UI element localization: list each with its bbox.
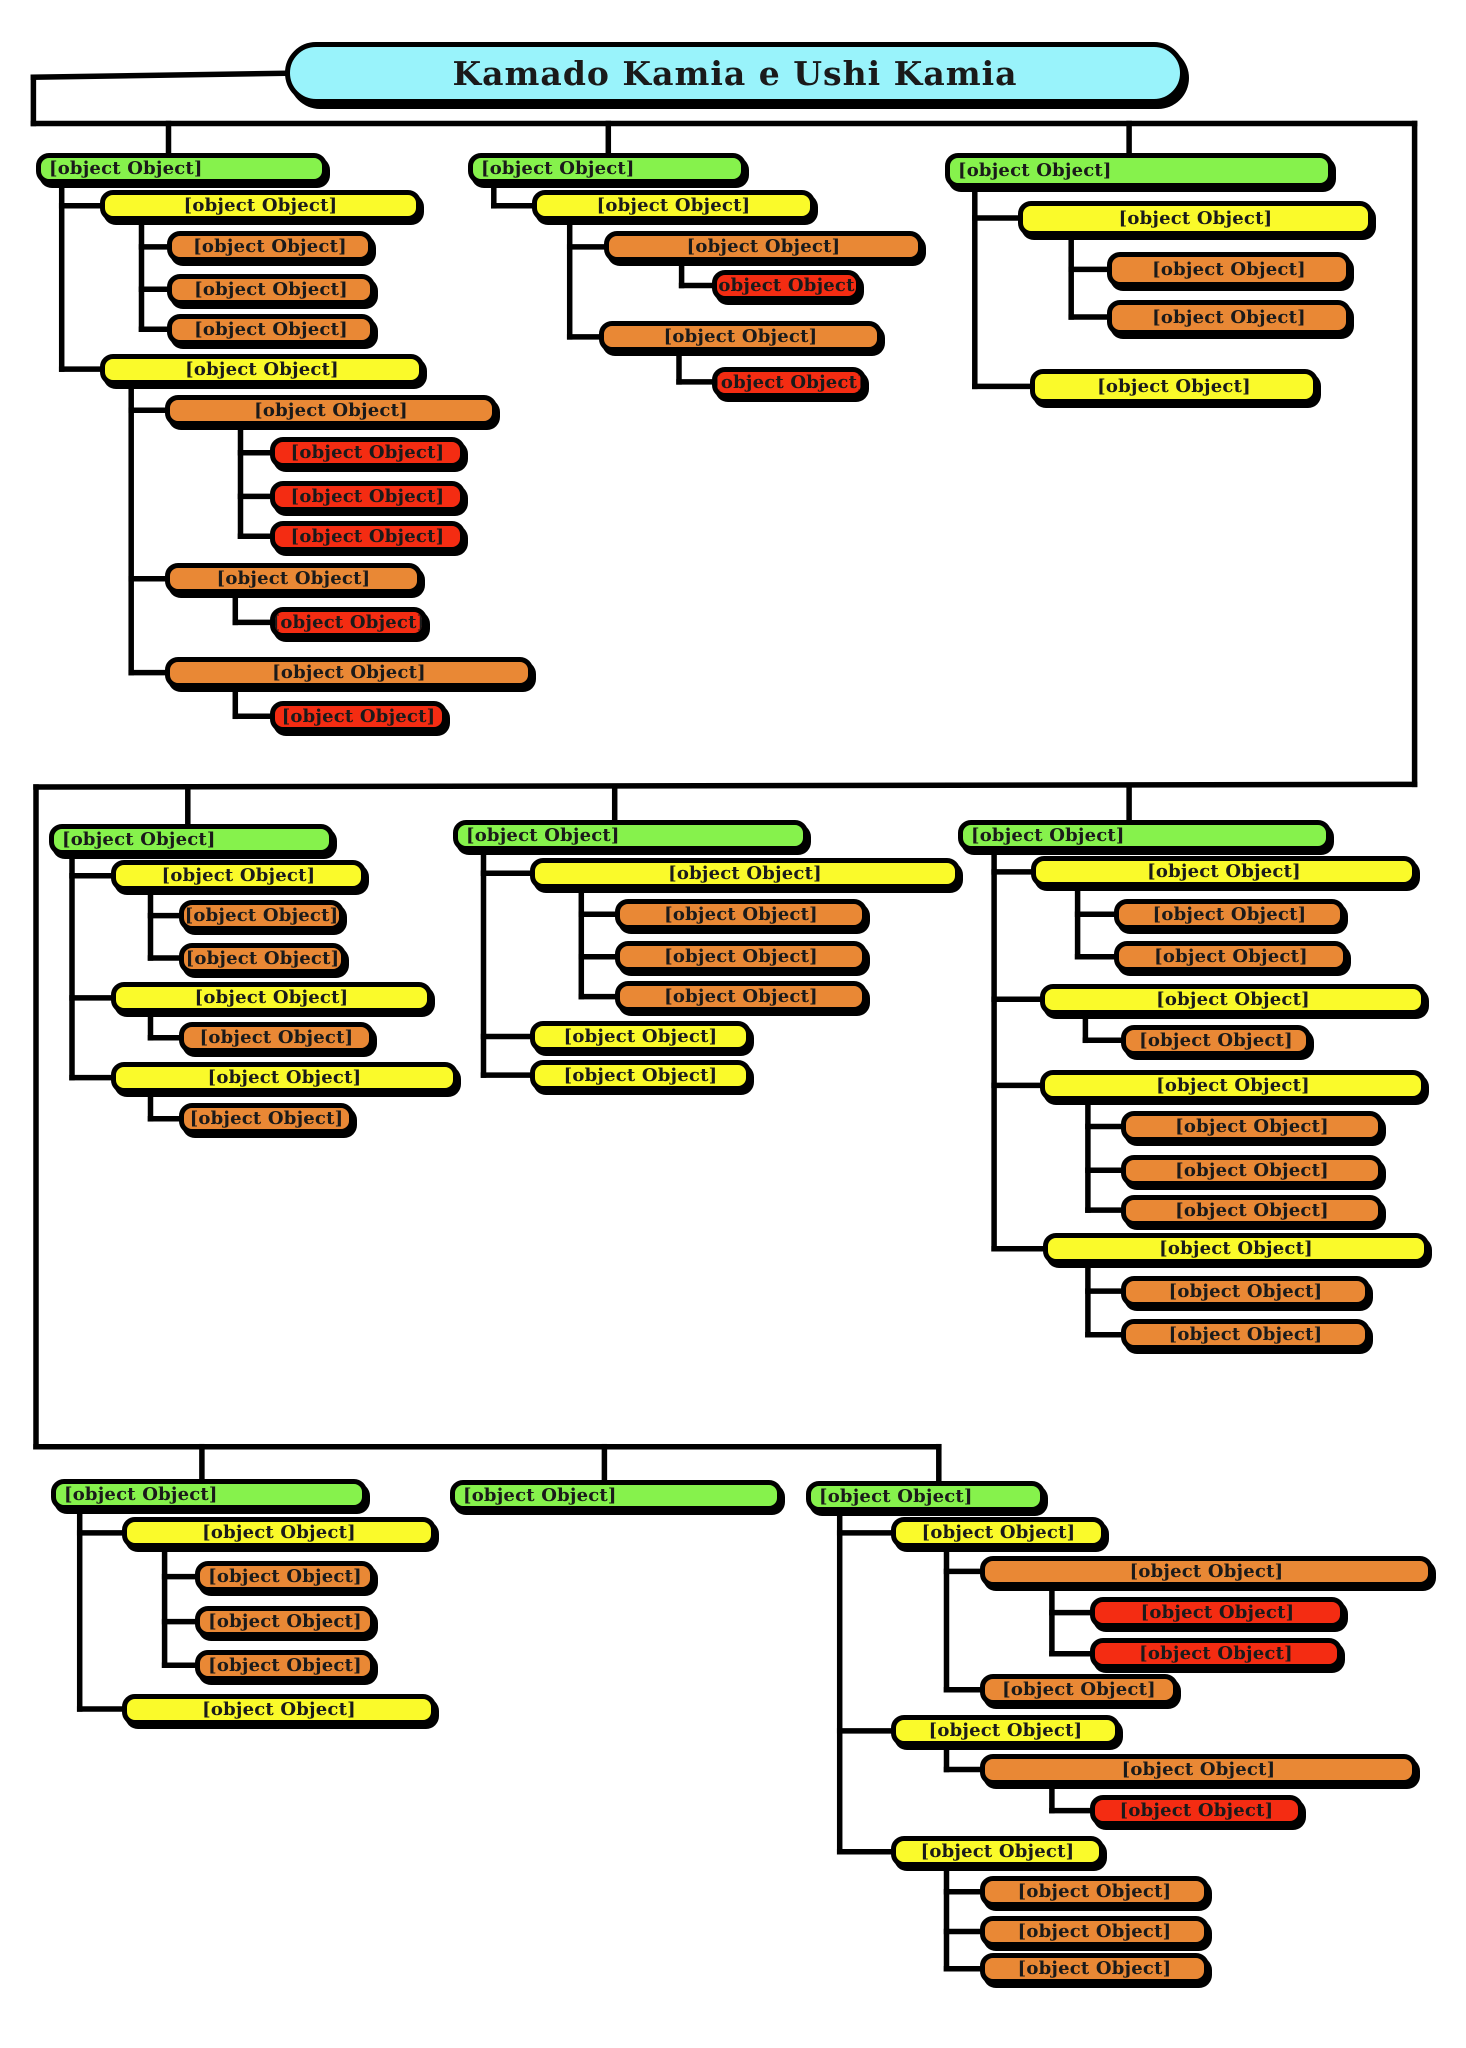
great-grandchild-node: [object Object]	[270, 607, 427, 638]
branch-node: [object Object]	[945, 153, 1333, 188]
grandchild-node: [object Object]	[1121, 1025, 1311, 1056]
grandchild-node: [object Object]	[1107, 252, 1351, 287]
grandchild-node: [object Object]	[195, 1650, 375, 1681]
grandchild-node: [object Object]	[1121, 1155, 1383, 1186]
grandchild-node: [object Object]	[167, 274, 375, 305]
child-node: [object Object]	[1040, 984, 1426, 1015]
grandchild-node: [object Object]	[1121, 1111, 1383, 1142]
root-couple-node: Kamado Kamia e Ushi Kamia	[285, 42, 1185, 104]
grandchild-node: [object Object]	[179, 943, 346, 974]
grandchild-node: [object Object]	[980, 1876, 1209, 1907]
branch-node: [object Object]	[49, 824, 334, 855]
grandchild-node: [object Object]	[1107, 300, 1351, 335]
child-node: [object Object]	[1018, 201, 1373, 236]
grandchild-node: [object Object]	[165, 395, 497, 426]
grandchild-node: [object Object]	[195, 1606, 375, 1637]
child-node: [object Object]	[111, 1062, 458, 1093]
child-node: [object Object]	[100, 354, 424, 385]
grandchild-node: [object Object]	[1121, 1195, 1383, 1226]
branch-node: [object Object]	[453, 820, 808, 851]
great-grandchild-node: [object Object]	[1090, 1795, 1303, 1826]
grandchild-node: [object Object]	[179, 1022, 374, 1053]
child-node: [object Object]	[891, 1715, 1120, 1746]
child-node: [object Object]	[122, 1517, 436, 1548]
connector-line	[30, 70, 289, 80]
child-node: [object Object]	[891, 1836, 1104, 1867]
great-grandchild-node: [object Object]	[270, 437, 465, 468]
great-grandchild-node: [object Object]	[1090, 1597, 1345, 1628]
great-grandchild-node: [object Object]	[270, 521, 465, 552]
grandchild-node: [object Object]	[1114, 899, 1345, 930]
grandchild-node: [object Object]	[615, 941, 867, 972]
great-grandchild-node: [object Object]	[270, 701, 447, 732]
child-node: [object Object]	[532, 190, 815, 221]
grandchild-node: [object Object]	[980, 1754, 1417, 1785]
child-node: [object Object]	[530, 1060, 751, 1091]
grandchild-node: [object Object]	[167, 231, 373, 262]
grandchild-node: [object Object]	[179, 900, 344, 931]
branch-node: [object Object]	[958, 820, 1331, 851]
child-node: [object Object]	[530, 858, 960, 889]
branch-node: [object Object]	[36, 153, 327, 184]
grandchild-node: [object Object]	[179, 1103, 354, 1134]
grandchild-node: [object Object]	[980, 1674, 1178, 1705]
child-node: [object Object]	[1040, 1070, 1426, 1101]
child-node: [object Object]	[1031, 856, 1417, 887]
branch-node: [object Object]	[450, 1480, 782, 1511]
grandchild-node: [object Object]	[980, 1916, 1209, 1947]
great-grandchild-node: [object Object]	[270, 481, 465, 512]
grandchild-node: [object Object]	[980, 1953, 1209, 1984]
child-node: [object Object]	[530, 1021, 751, 1052]
grandchild-node: [object Object]	[165, 657, 533, 688]
child-node: [object Object]	[1043, 1233, 1429, 1264]
child-node: [object Object]	[100, 190, 421, 221]
grandchild-node: [object Object]	[1121, 1319, 1370, 1350]
grandchild-node: [object Object]	[1121, 1276, 1370, 1307]
child-node: [object Object]	[122, 1694, 436, 1725]
great-grandchild-node: [object Object]	[712, 270, 861, 301]
great-grandchild-node: [object Object]	[1090, 1638, 1342, 1669]
grandchild-node: [object Object]	[604, 231, 923, 262]
branch-node: [object Object]	[806, 1481, 1045, 1512]
great-grandchild-node: [object Object]	[712, 367, 866, 398]
child-node: [object Object]	[111, 860, 366, 891]
branch-node: [object Object]	[51, 1479, 367, 1510]
grandchild-node: [object Object]	[615, 899, 867, 930]
child-node: [object Object]	[891, 1517, 1106, 1548]
child-node: [object Object]	[1030, 369, 1318, 404]
grandchild-node: [object Object]	[980, 1556, 1433, 1587]
branch-node: [object Object]	[468, 153, 746, 184]
grandchild-node: [object Object]	[599, 321, 882, 352]
grandchild-node: [object Object]	[167, 314, 375, 345]
child-node: [object Object]	[111, 982, 432, 1013]
grandchild-node: [object Object]	[195, 1561, 375, 1592]
grandchild-node: [object Object]	[165, 563, 422, 594]
connector-line	[33, 781, 1418, 790]
grandchild-node: [object Object]	[1114, 941, 1348, 972]
grandchild-node: [object Object]	[615, 981, 867, 1012]
